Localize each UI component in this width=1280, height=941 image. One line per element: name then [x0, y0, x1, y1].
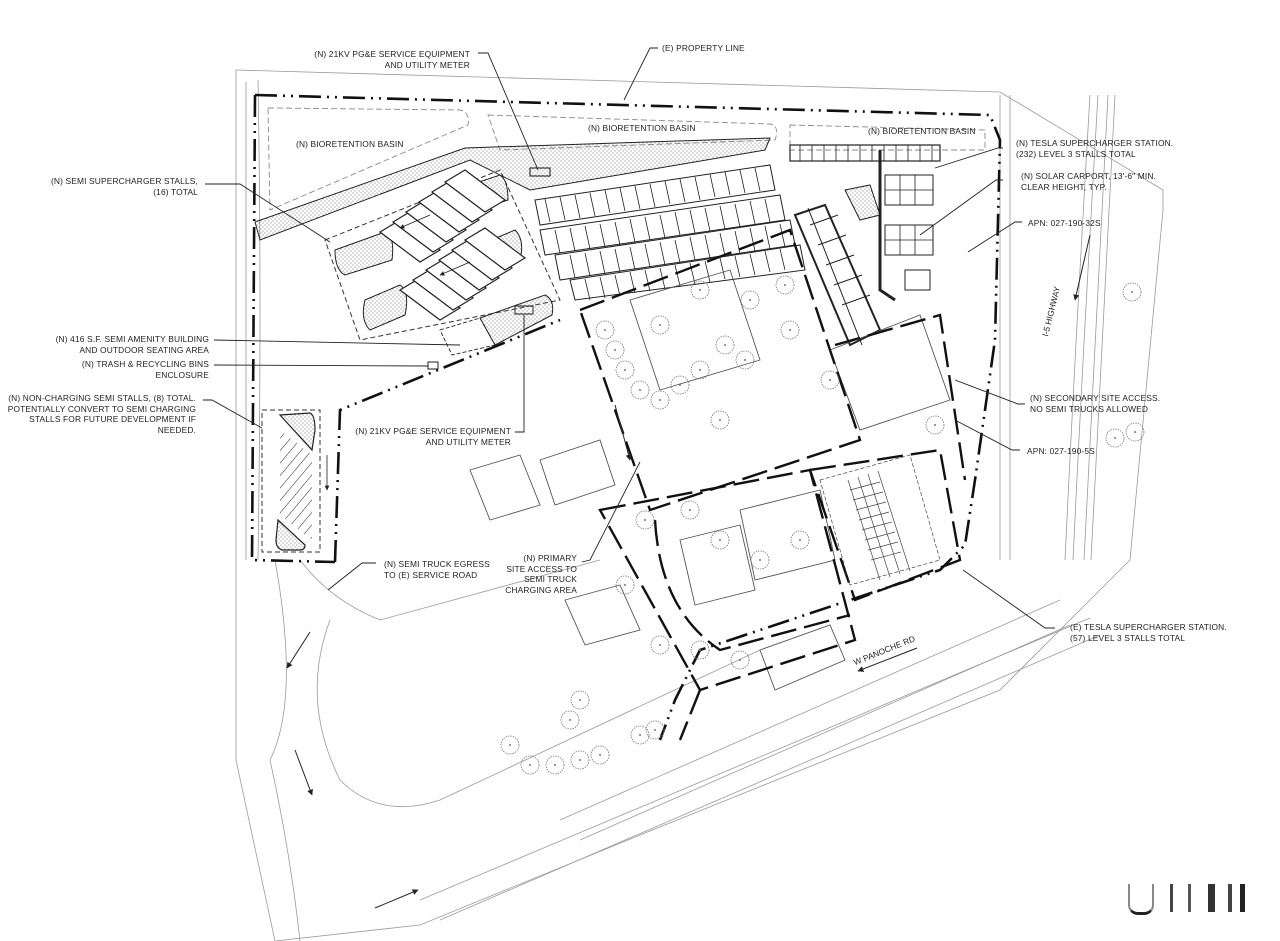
pge-equipment-top: [529, 167, 551, 177]
traffic-arrows: [286, 234, 1091, 909]
amenity-building: [427, 294, 554, 370]
solar-carport-area: [789, 144, 941, 347]
watermark-logo: [1118, 878, 1258, 918]
non-charging-semi-stalls: [261, 409, 330, 553]
site-context-lines: [235, 69, 1164, 941]
label-amenity-building: (N) 416 S.F. SEMI AMENITY BUILDING AND O…: [55, 334, 209, 355]
label-bioretention-center: (N) BIORETENTION BASIN: [588, 123, 696, 133]
label-bioretention-left: (N) BIORETENTION BASIN: [296, 139, 404, 149]
label-secondary-site-access: (N) SECONDARY SITE ACCESS. NO SEMI TRUCK…: [1030, 393, 1161, 414]
bioretention-basins: [267, 107, 986, 211]
label-semi-truck-egress: (N) SEMI TRUCK EGRESS TO (E) SERVICE ROA…: [384, 559, 490, 580]
planting-strip: [254, 137, 771, 241]
label-non-charging-semi-stalls: (N) NON-CHARGING SEMI STALLS, (8) TOTAL.…: [7, 393, 196, 435]
label-trash-bins: (N) TRASH & RECYCLING BINS ENCLOSURE: [81, 359, 209, 380]
label-property-line: (E) PROPERTY LINE: [662, 43, 745, 53]
label-pge-equipment-top: (N) 21KV PG&E SERVICE EQUIPMENT AND UTIL…: [314, 49, 470, 70]
semi-supercharger-area: [324, 169, 561, 341]
leader-lines: [203, 47, 1055, 629]
existing-supercharger-rows: [819, 454, 941, 586]
label-solar-carport: (N) SOLAR CARPORT, 13'-6" MIN. CLEAR HEI…: [1021, 171, 1157, 192]
landscape-trees: [500, 275, 1145, 775]
development-boundaries: [578, 228, 967, 741]
label-pge-equipment-bottom: (N) 21KV PG&E SERVICE EQUIPMENT AND UTIL…: [355, 426, 511, 447]
label-bioretention-right: (N) BIORETENTION BASIN: [868, 126, 976, 136]
label-primary-site-access: (N) PRIMARY SITE ACCESS TO SEMI TRUCK CH…: [505, 553, 577, 595]
label-semi-supercharger-stalls: (N) SEMI SUPERCHARGER STALLS, (16) TOTAL: [50, 176, 198, 197]
existing-buildings: [469, 269, 951, 691]
tesla-parking-rows: [534, 164, 806, 301]
label-apn-32s: APN: 027-190-32S: [1028, 218, 1101, 228]
label-tesla-supercharger-new: (N) TESLA SUPERCHARGER STATION. (232) LE…: [1016, 138, 1174, 159]
label-apn-5s: APN: 027-190-5S: [1027, 446, 1095, 456]
property-line: [250, 93, 1002, 741]
label-tesla-supercharger-existing: (E) TESLA SUPERCHARGER STATION. (57) LEV…: [1070, 622, 1227, 643]
